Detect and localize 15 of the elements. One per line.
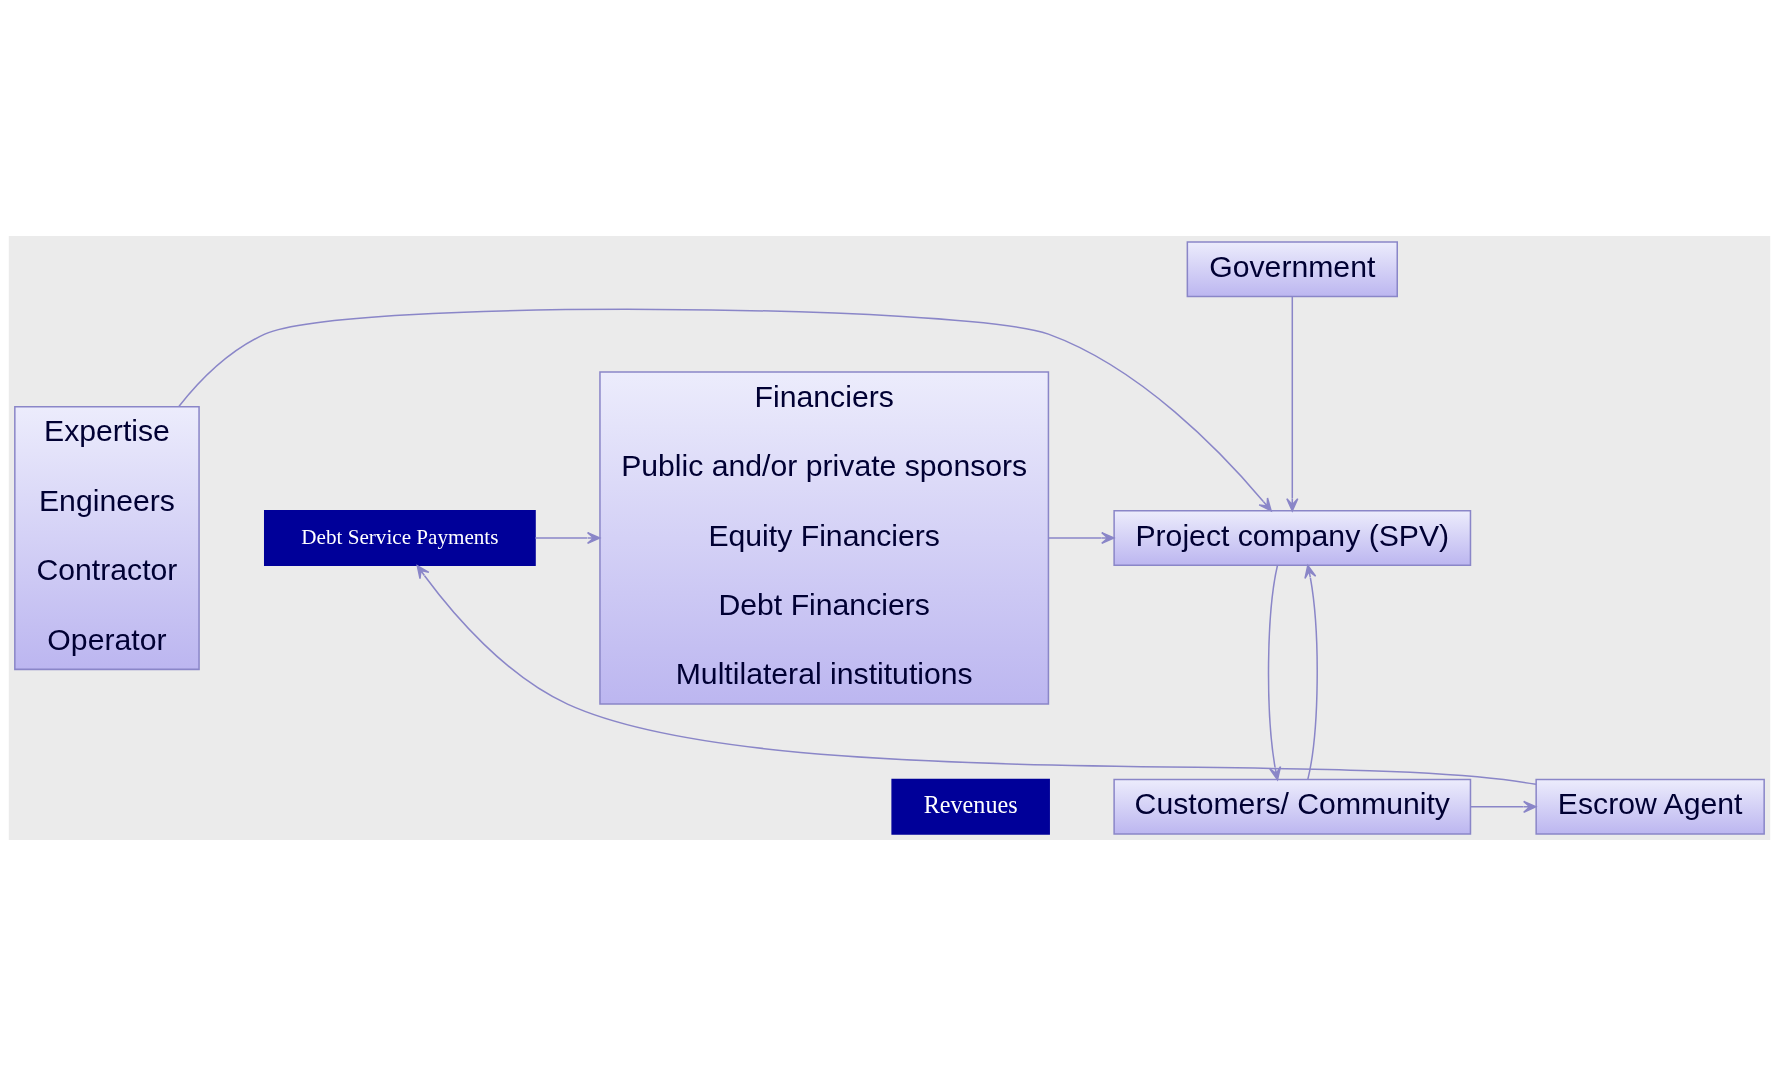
node-box: Government [1186, 240, 1398, 297]
arrow [178, 308, 1272, 511]
arrow [1047, 531, 1115, 544]
arrow [1286, 295, 1299, 512]
node-box: Debt Service Payments [264, 509, 536, 566]
node-box: Escrow Agent [1535, 778, 1765, 835]
arrow [416, 564, 1537, 785]
node-box: Revenues [891, 778, 1050, 835]
node-box: Financiers Public and/or private sponsors Equity Financiers Debt Financiers Multilateral institutions [599, 370, 1050, 705]
arrow [1469, 800, 1537, 813]
node-box: Expertise Engineers Contractor Operator [14, 405, 200, 670]
arrow [1304, 564, 1318, 780]
node-box: Project company (SPV) [1113, 509, 1472, 566]
node-box: Customers/ Community [1113, 778, 1472, 835]
arrow [534, 531, 601, 544]
